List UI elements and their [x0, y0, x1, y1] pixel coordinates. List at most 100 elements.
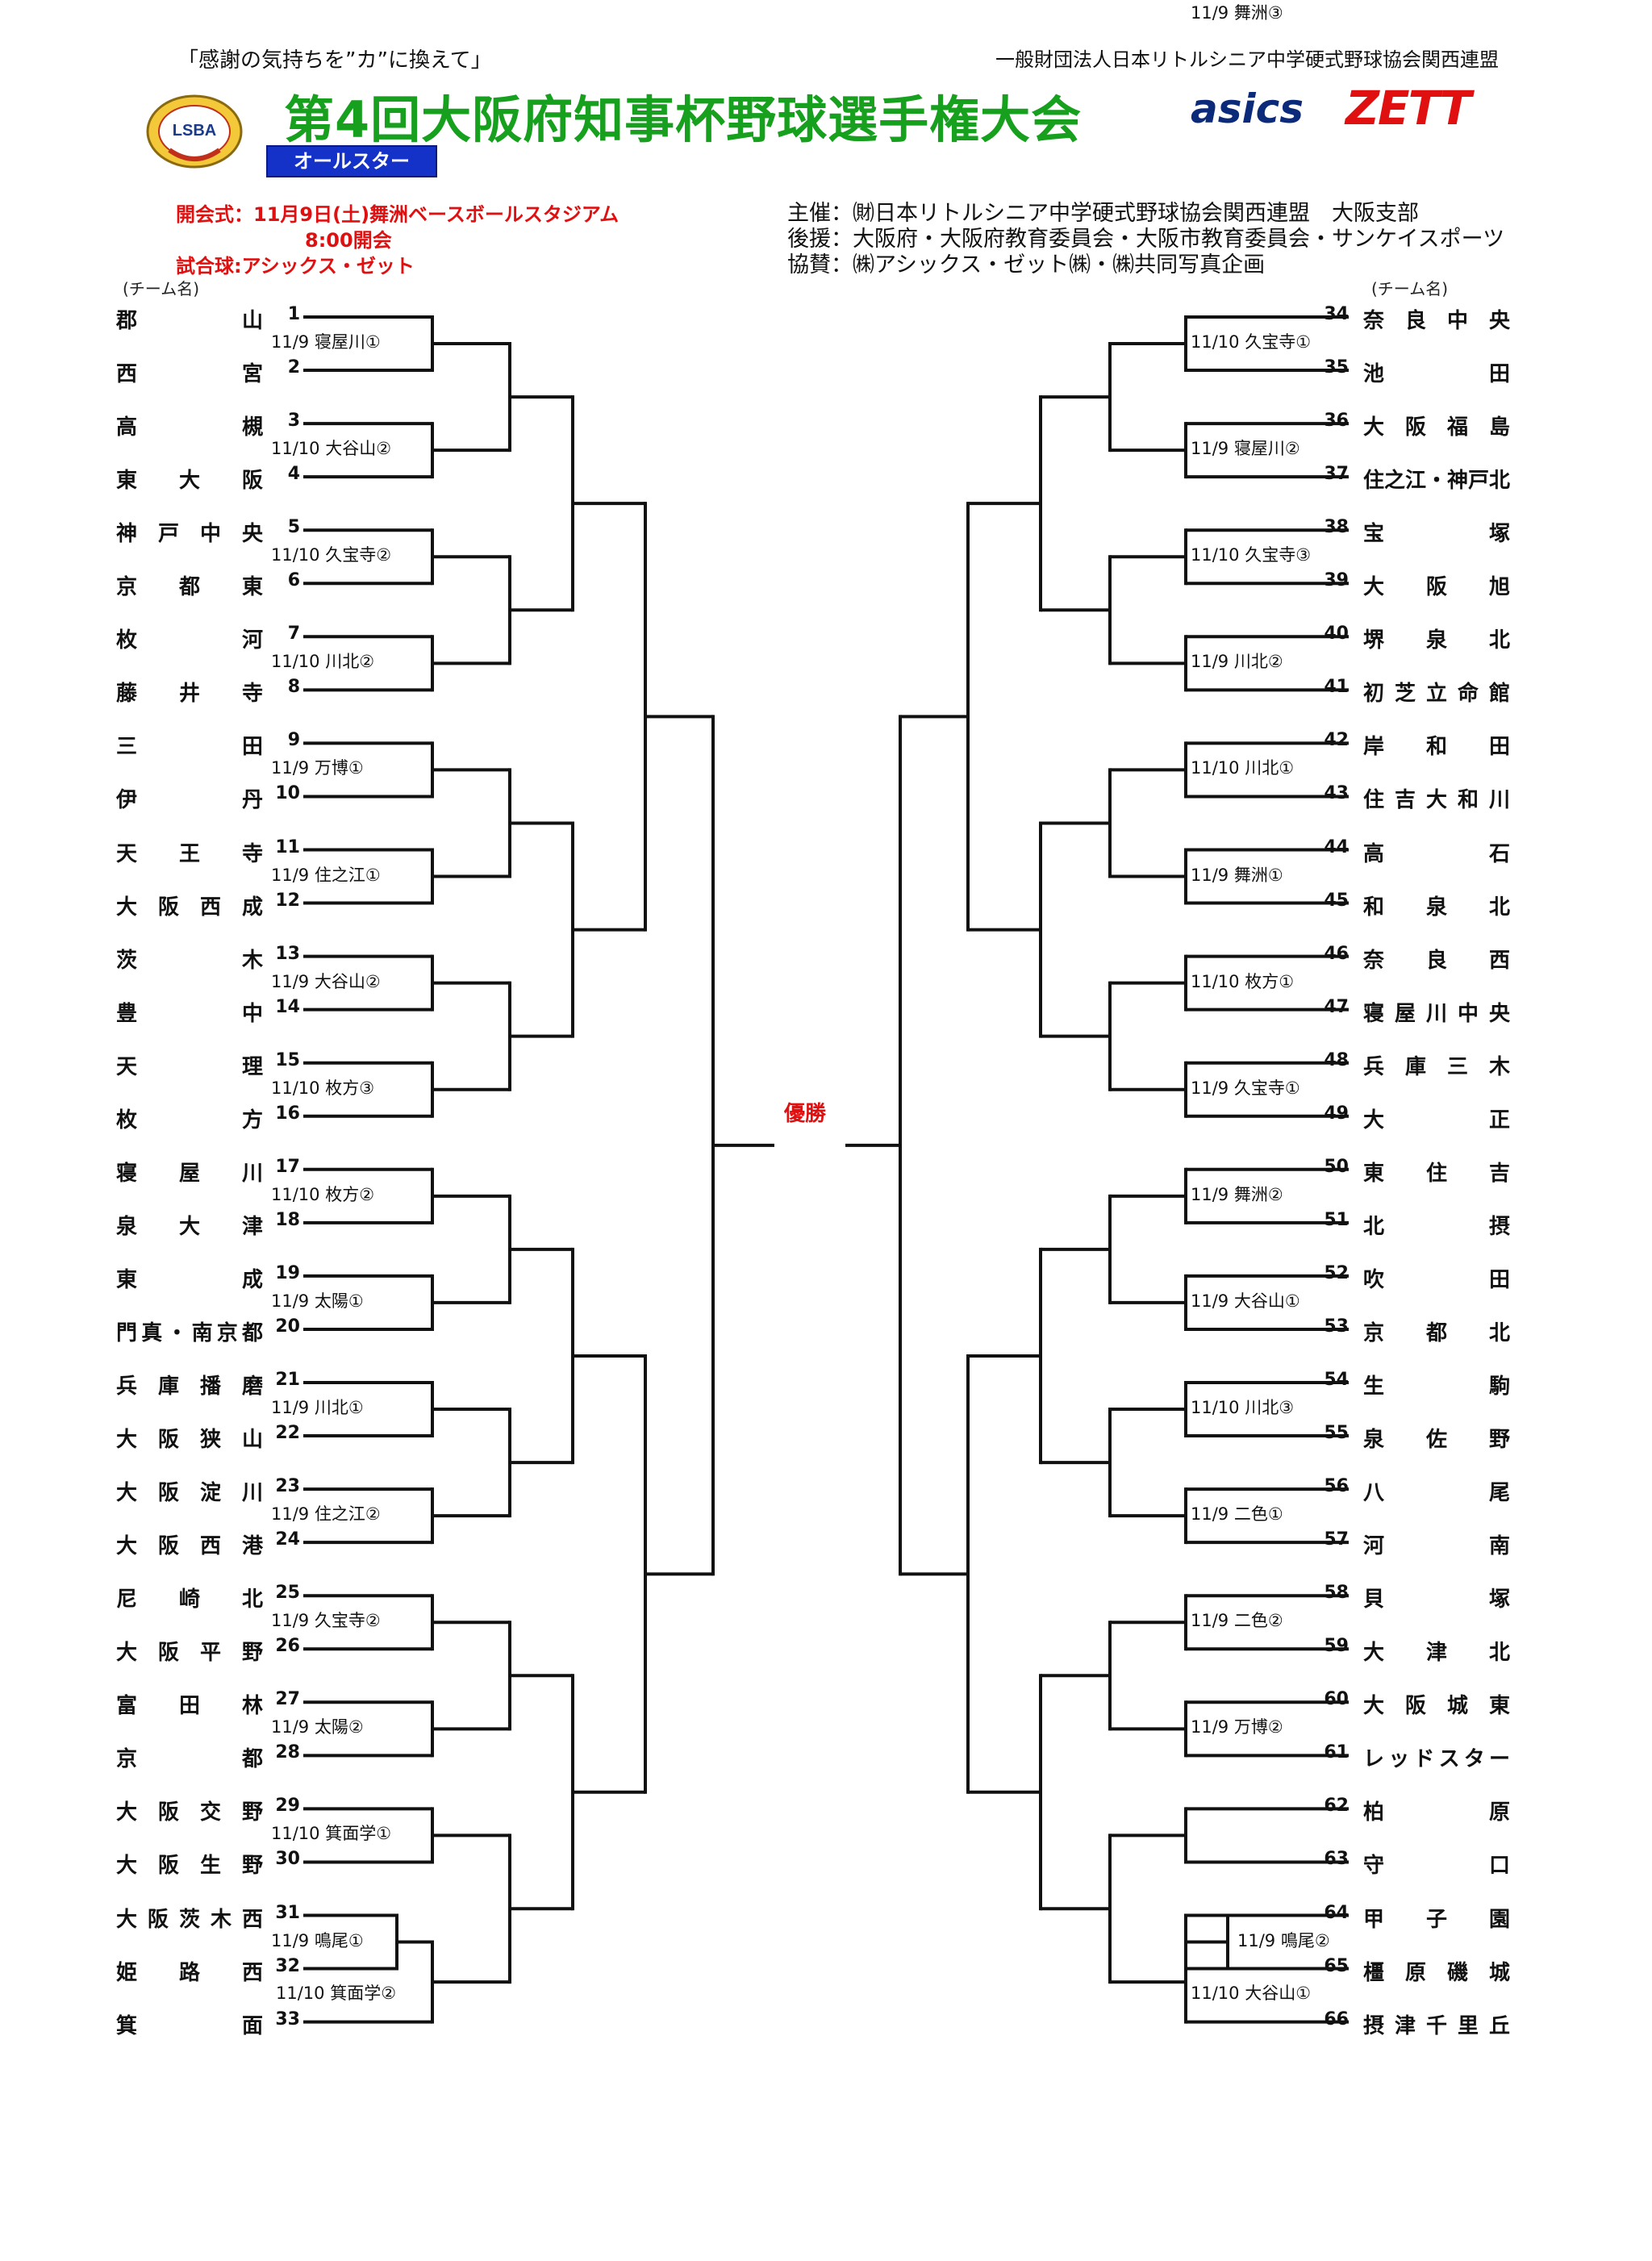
left-team-number: 18 — [275, 1209, 300, 1230]
right-team-number: 62 — [1324, 1796, 1349, 1817]
right-team-number: 51 — [1324, 1209, 1349, 1230]
lsba-logo-icon: LSBA — [146, 94, 243, 169]
right-team-number: 56 — [1324, 1476, 1349, 1497]
left-team-number: 1 — [287, 304, 300, 324]
right-team-number: 44 — [1324, 836, 1349, 857]
right-match-label: 11/9 二色② — [1191, 1611, 1283, 1631]
right-match-label: 11/9 舞洲② — [1191, 1184, 1283, 1204]
right-match-label: 11/10 枚方① — [1191, 971, 1295, 991]
right-team-name: 東 住 吉 — [1363, 1161, 1510, 1186]
right-match-label: 11/9 川北② — [1191, 652, 1283, 672]
left-team-name: 郡 山 — [116, 309, 263, 333]
left-match-label: 11/9 住之江① — [271, 865, 381, 885]
left-team-name: 枚 方 — [116, 1108, 263, 1133]
team-label-left: (チーム名) — [123, 279, 200, 298]
left-match-label: 11/10 枚方③ — [271, 1078, 375, 1098]
right-team-number: 60 — [1324, 1689, 1349, 1710]
right-team-name: 岸 和 田 — [1363, 735, 1510, 760]
asics-logo: asics — [1191, 86, 1304, 132]
left-team-name: 東 大 阪 — [116, 469, 263, 494]
left-match-label: 11/10 大谷山② — [271, 439, 392, 459]
left-team-number: 29 — [275, 1796, 300, 1817]
right-team-name: 堺 泉 北 — [1363, 628, 1510, 653]
left-team-name: 神戸中央 — [116, 522, 263, 547]
right-team-name: 吹 田 — [1363, 1267, 1510, 1292]
left-team-number: 23 — [275, 1476, 300, 1497]
left-team-number: 5 — [287, 517, 300, 538]
left-team-name: 高 槻 — [116, 415, 263, 440]
support-info: 後援：大阪府・大阪府教育委員会・大阪市教育委員会・サンケイスポーツ — [787, 227, 1505, 252]
right-team-name: 摂津千里丘 — [1363, 2013, 1510, 2038]
left-team-number: 32 — [275, 1955, 300, 1976]
all-star-badge: オールスター — [266, 145, 437, 177]
left-team-name: 泉 大 津 — [116, 1214, 263, 1239]
right-team-number: 55 — [1324, 1423, 1349, 1444]
logo-text: LSBA — [173, 122, 216, 140]
left-match-label: 11/9 鳴尾① — [271, 1930, 364, 1950]
left-team-number: 26 — [275, 1636, 300, 1657]
left-match-label: 11/10 川北② — [271, 652, 375, 672]
left-team-name: 寝 屋 川 — [116, 1161, 263, 1186]
left-team-name: 茨 木 — [116, 948, 263, 973]
right-match-label: 11/10 大谷山① — [1191, 1983, 1312, 2003]
right-team-number: 58 — [1324, 1583, 1349, 1604]
left-team-number: 8 — [287, 677, 300, 698]
slogan: 「感謝の気持ちを”カ”に換えて」 — [177, 48, 492, 73]
right-team-name: 大 阪 旭 — [1363, 575, 1510, 600]
right-team-number: 53 — [1324, 1316, 1349, 1337]
left-team-number: 2 — [287, 357, 300, 378]
right-team-name: 寝屋川中央 — [1363, 1001, 1510, 1026]
left-team-number: 25 — [275, 1583, 300, 1604]
left-team-name: 大阪茨木西 — [116, 1907, 263, 1932]
right-team-name: 生 駒 — [1363, 1375, 1510, 1399]
right-team-name: 泉 佐 野 — [1363, 1428, 1510, 1453]
right-team-number: 64 — [1324, 1902, 1349, 1923]
left-team-name: 姫 路 西 — [116, 1960, 263, 1985]
right-team-name: 橿原磯城 — [1363, 1960, 1510, 1985]
right-team-number: 48 — [1324, 1049, 1349, 1070]
right-team-number: 35 — [1324, 357, 1349, 378]
left-team-number: 16 — [275, 1103, 300, 1124]
left-team-number: 24 — [275, 1529, 300, 1550]
right-match-label: 11/9 二色① — [1191, 1504, 1283, 1525]
left-team-name: 大阪西成 — [116, 895, 263, 920]
left-match-label: 11/9 太陽① — [271, 1291, 364, 1311]
left-team-number: 14 — [275, 996, 300, 1017]
left-team-number: 13 — [275, 943, 300, 964]
right-team-name: 甲 子 園 — [1363, 1907, 1510, 1932]
left-match-label: 11/9 万博① — [271, 758, 364, 778]
left-team-name: 尼 崎 北 — [116, 1587, 263, 1612]
left-team-name: 大阪平野 — [116, 1641, 263, 1666]
left-team-number: 10 — [275, 783, 300, 804]
right-team-name: 河 南 — [1363, 1534, 1510, 1559]
left-team-name: 箕 面 — [116, 2013, 263, 2038]
left-team-name: 大阪西港 — [116, 1534, 263, 1559]
left-team-number: 3 — [287, 411, 300, 432]
left-team-number: 27 — [275, 1689, 300, 1710]
left-team-name: 三 田 — [116, 735, 263, 760]
right-team-number: 57 — [1324, 1529, 1349, 1550]
left-team-name: 西 宮 — [116, 362, 263, 387]
right-team-number: 34 — [1324, 304, 1349, 324]
right-team-name: 宝 塚 — [1363, 522, 1510, 547]
left-team-number: 4 — [287, 464, 300, 485]
right-team-number: 46 — [1324, 943, 1349, 964]
left-team-name: 豊 中 — [116, 1001, 263, 1026]
right-team-name: 北 摂 — [1363, 1214, 1510, 1239]
left-match-label: 11/10 枚方② — [271, 1184, 375, 1204]
right-team-name: 大 津 北 — [1363, 1641, 1510, 1666]
zett-logo: ZETT — [1345, 81, 1471, 136]
right-match-label: 11/9 大谷山① — [1191, 1291, 1300, 1311]
right-team-number: 41 — [1324, 677, 1349, 698]
right-match-label: 11/9 久宝寺① — [1191, 1078, 1300, 1098]
left-team-number: 22 — [275, 1423, 300, 1444]
left-team-name: 枚 河 — [116, 628, 263, 653]
right-team-name: 奈良中央 — [1363, 309, 1510, 333]
right-team-name: 八 尾 — [1363, 1481, 1510, 1506]
left-team-name: 東 成 — [116, 1267, 263, 1292]
right-team-number: 36 — [1324, 411, 1349, 432]
right-team-name: 和 泉 北 — [1363, 895, 1510, 920]
right-team-number: 65 — [1324, 1955, 1349, 1976]
game-ball: 試合球:アシックス・ゼット — [176, 255, 415, 277]
